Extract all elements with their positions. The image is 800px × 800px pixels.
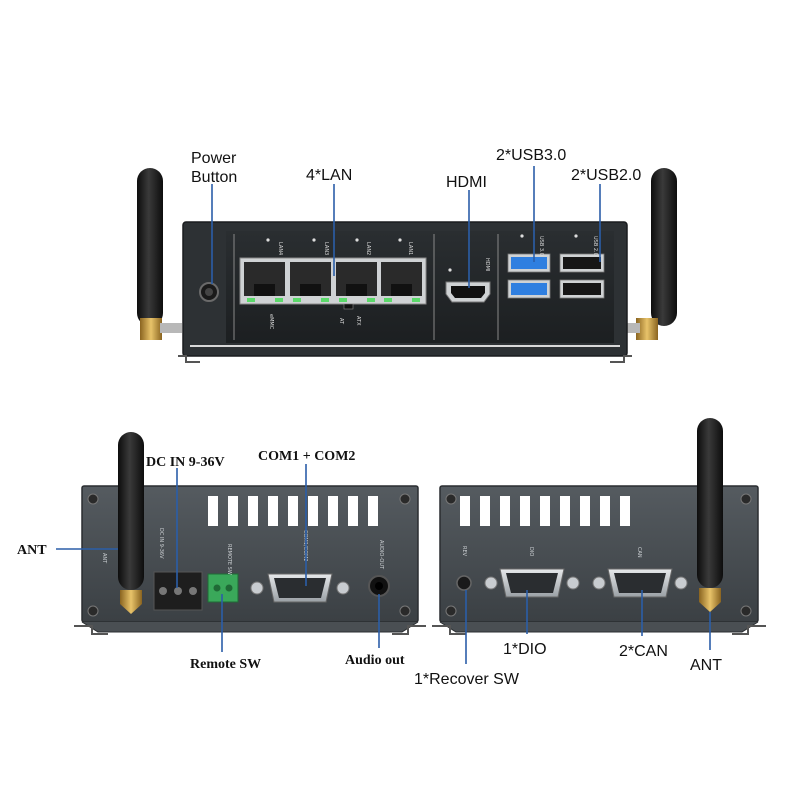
can-port[interactable] — [592, 568, 688, 598]
label-com: COM1 + COM2 — [258, 449, 355, 464]
antenna-rear-right — [697, 418, 723, 612]
silk-atx: ATX — [355, 316, 361, 326]
dc-in-terminal[interactable] — [153, 571, 203, 611]
usb3-port-bottom[interactable] — [507, 279, 551, 299]
lan-port-group — [239, 257, 427, 305]
rear-left-vents — [208, 496, 378, 526]
rear-right-vents — [460, 496, 630, 526]
usb2-port-bottom[interactable] — [559, 279, 605, 299]
label-remote-sw: Remote SW — [190, 657, 261, 672]
label-recover-sw: 1*Recover SW — [414, 671, 520, 688]
antenna-left-front — [137, 168, 182, 340]
silk-usb3: USB 3.0 — [538, 236, 544, 256]
silk-lan2: LAN2 — [365, 242, 371, 255]
hdmi-port[interactable] — [445, 281, 491, 303]
silk-lan4: LAN4 — [277, 242, 283, 255]
silk-remote: REMOTE SW — [226, 544, 232, 575]
silk-at: AT — [338, 318, 344, 325]
label-button: Button — [191, 169, 237, 186]
label-ant-right: ANT — [690, 657, 722, 674]
silk-lan3: LAN3 — [323, 242, 329, 255]
silk-com: COM1/COM2 — [302, 530, 308, 562]
label-dio: 1*DIO — [503, 641, 547, 658]
label-lan: 4*LAN — [306, 167, 352, 184]
usb3-port-top[interactable] — [507, 253, 551, 273]
dio-port[interactable] — [484, 568, 580, 598]
silk-lan1: LAN1 — [407, 242, 413, 255]
label-can: 2*CAN — [619, 643, 668, 660]
lan-port-3[interactable] — [290, 262, 331, 302]
silk-audio: AUDIO-OUT — [378, 540, 384, 570]
audio-out-jack[interactable] — [368, 575, 390, 597]
power-button[interactable] — [199, 282, 219, 302]
com-port[interactable] — [250, 573, 350, 603]
silk-emmc: eMMC — [268, 314, 274, 330]
antenna-rear-left — [118, 432, 144, 614]
label-usb2: 2*USB2.0 — [571, 167, 641, 184]
lan-port-2[interactable] — [336, 262, 377, 302]
usb2-port-top[interactable] — [559, 253, 605, 273]
silk-can: CAN — [636, 547, 642, 558]
front-view: LAN4 LAN3 LAN2 LAN1 eMMC AT ATX HDMI USB… — [137, 147, 677, 363]
label-usb3: 2*USB3.0 — [496, 147, 566, 164]
silk-ant-left: ANT — [101, 553, 107, 564]
silk-usb2: USB 2.0 — [592, 236, 598, 256]
silk-dc-in: DC IN 9-36V — [158, 528, 164, 559]
rear-left-view: ANT DC IN 9-36V REMOTE SW COM1/COM2 — [17, 432, 426, 672]
label-dc-in: DC IN 9-36V — [146, 455, 225, 470]
label-ant-left: ANT — [17, 543, 47, 558]
label-power: Power — [191, 150, 237, 167]
lan-port-4[interactable] — [244, 262, 285, 302]
recover-switch[interactable] — [456, 575, 472, 591]
remote-sw-terminal[interactable] — [207, 573, 239, 603]
antenna-right-front — [624, 168, 677, 340]
rear-right-view: REV DIO CAN 1*Recover SW 1*DIO 2*CAN ANT — [414, 418, 766, 688]
silk-rev: REV — [461, 546, 467, 557]
label-audio-out: Audio out — [345, 653, 405, 668]
silk-dio: DIO — [528, 547, 534, 556]
label-hdmi: HDMI — [446, 174, 487, 191]
silk-hdmi: HDMI — [484, 258, 490, 271]
lan-port-1[interactable] — [381, 262, 422, 302]
